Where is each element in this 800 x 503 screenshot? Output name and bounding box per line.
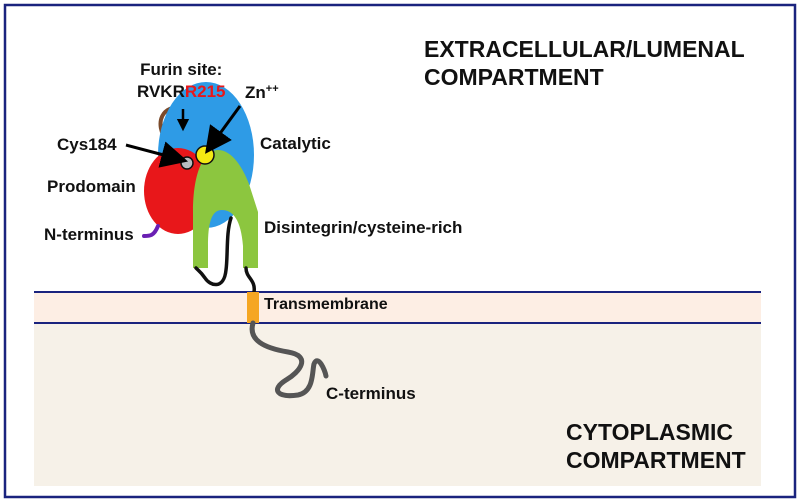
furin-site-label: Furin site: RVKRR215: [137, 59, 226, 103]
zinc-arrow: [205, 105, 242, 154]
transmembrane-label: Transmembrane: [264, 297, 388, 313]
disintegrin-text: Disintegrin/cysteine-rich: [264, 218, 463, 237]
furin-site-residue: R215: [184, 82, 226, 101]
zinc-label: Zn++: [245, 83, 279, 102]
furin-site-title: Furin site:: [140, 60, 223, 79]
cytoplasmic-title-line1: CYTOPLASMIC: [566, 419, 733, 445]
disintegrin-label: Disintegrin/cysteine-rich: [264, 219, 462, 236]
zinc-symbol: Zn: [245, 83, 266, 102]
catalytic-text: Catalytic: [260, 134, 331, 153]
cys184-residue: [180, 156, 194, 170]
zinc-charge: ++: [265, 83, 279, 95]
n-terminus-text: N-terminus: [44, 225, 134, 244]
c-terminus-tail: [249, 320, 329, 399]
n-terminus-tail: [142, 224, 160, 238]
stalk-linker: [244, 266, 256, 294]
outer-frame: [3, 3, 797, 499]
n-terminus-label: N-terminus: [44, 226, 134, 243]
prodomain-text: Prodomain: [47, 177, 136, 196]
cys184-label: Cys184: [57, 136, 117, 153]
transmembrane-segment: [247, 292, 259, 323]
cytoplasm-region: [34, 323, 761, 486]
linker-loop: [194, 216, 233, 287]
extracellular-title-line1: EXTRACELLULAR/LUMENAL: [424, 36, 745, 62]
transmembrane-text: Transmembrane: [264, 296, 388, 313]
c-terminus-text: C-terminus: [326, 384, 416, 403]
membrane-band: [34, 292, 761, 322]
extracellular-title: EXTRACELLULAR/LUMENAL COMPARTMENT: [424, 35, 745, 91]
cytoplasmic-title-line2: COMPARTMENT: [566, 447, 746, 473]
furin-site-sequence: RVKR: [137, 82, 185, 101]
catalytic-label: Catalytic: [260, 135, 331, 152]
zinc-ion: [195, 145, 215, 165]
cys184-text: Cys184: [57, 135, 117, 154]
cys184-arrow: [125, 141, 189, 168]
c-terminus-label: C-terminus: [326, 385, 416, 402]
extracellular-title-line2: COMPARTMENT: [424, 64, 604, 90]
disintegrin-domain: [193, 150, 258, 268]
cytoplasmic-title: CYTOPLASMIC COMPARTMENT: [566, 418, 746, 474]
prodomain-label: Prodomain: [47, 178, 136, 195]
